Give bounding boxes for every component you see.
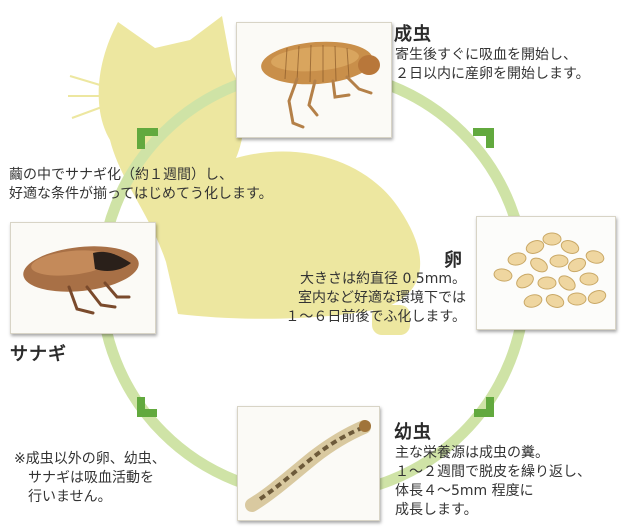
larva-description: 主な栄養源は成虫の糞。 １～２週間で脱皮を繰り返し、 体長４～5mm 程度に 成… [395,444,591,520]
larva-label: 幼虫 [394,418,432,444]
larva-photo [237,406,380,521]
larva-icon [238,407,379,520]
larva-description-line: 主な栄養源は成虫の糞。 [395,444,591,463]
adult-description-line: ２日以内に産卵を開始します。 [395,65,590,84]
pupa-icon [11,223,155,333]
adult-description: 寄生後すぐに吸血を開始し、 ２日以内に産卵を開始します。 [395,46,590,84]
egg-description-line: 室内など好適な環境下では [285,289,466,308]
adult-flea-icon [237,23,391,137]
larva-description-line: １～２週間で脱皮を繰り返し、 [395,463,591,482]
adult-flea-photo [236,22,392,138]
adult-description-line: 寄生後すぐに吸血を開始し、 [395,46,590,65]
pupa-photo [10,222,156,334]
eggs-icon [477,217,615,329]
egg-description-line: １～６日前後でふ化します。 [285,308,466,327]
pupa-description-line: 繭の中でサナギ化（約１週間）し、 [9,166,273,185]
adult-label: 成虫 [394,20,432,46]
egg-description: 大きさは約直径 0.5mm。 室内など好適な環境下では １～６日前後でふ化します… [285,270,466,327]
pupa-description-line: 好適な条件が揃ってはじめてう化します。 [9,185,273,204]
egg-label: 卵 [444,246,463,272]
eggs-photo [476,216,616,330]
larva-description-line: 体長４～5mm 程度に [395,482,591,501]
egg-description-line: 大きさは約直径 0.5mm。 [285,270,466,289]
note-line: ※成虫以外の卵、幼虫、 [14,450,166,469]
larva-description-line: 成長します。 [395,501,591,520]
arrow-icon [141,397,157,413]
pupa-description: 繭の中でサナギ化（約１週間）し、 好適な条件が揃ってはじめてう化します。 [9,166,273,204]
note-line: サナギは吸血活動を [14,469,166,488]
note-line: 行いません。 [14,488,166,507]
note: ※成虫以外の卵、幼虫、 サナギは吸血活動を 行いません。 [14,450,166,507]
pupa-label: サナギ [10,340,67,366]
